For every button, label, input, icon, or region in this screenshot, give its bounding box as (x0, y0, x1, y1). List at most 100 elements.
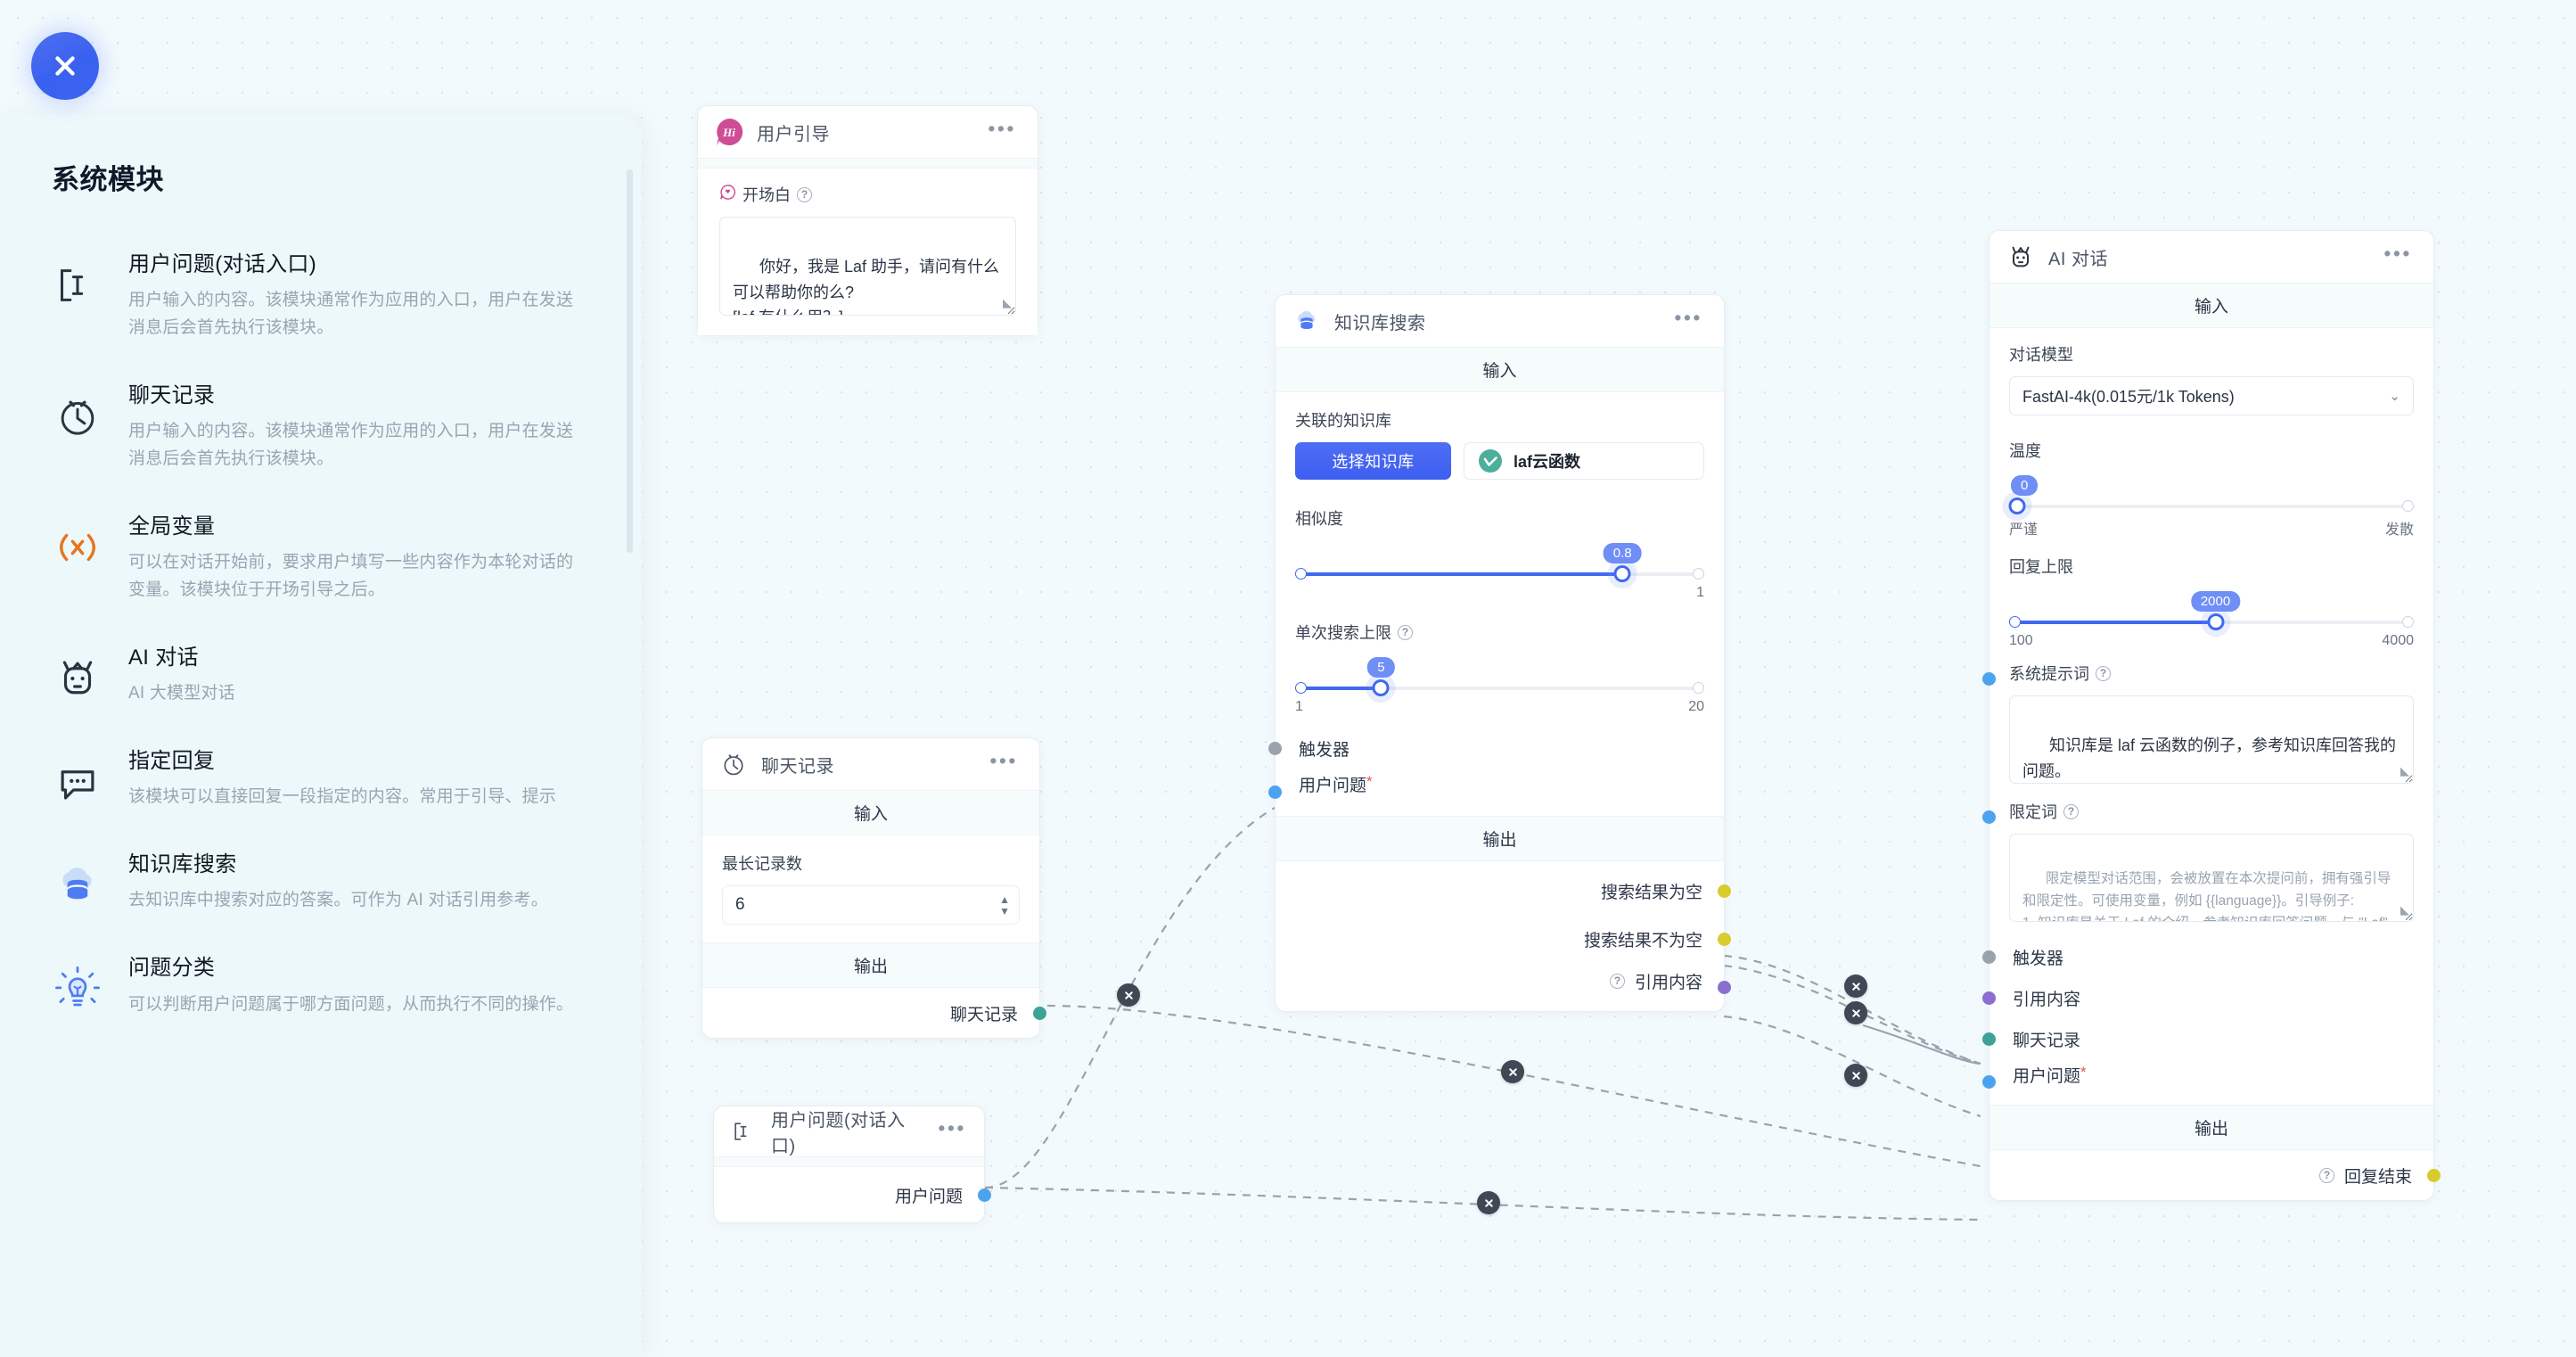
output-user-question-row[interactable]: 用户问题 (714, 1167, 991, 1222)
max-reply-label: 回复上限 (2009, 558, 2073, 576)
close-icon (1851, 982, 1860, 991)
search-limit-slider[interactable]: 5 1 20 (1295, 657, 1704, 714)
resize-grip-icon[interactable]: ◣ (2400, 764, 2409, 778)
edge-delete-button[interactable] (1501, 1060, 1524, 1083)
node-header[interactable]: 聊天记录 ••• (702, 738, 1039, 790)
node-header[interactable]: 知识库搜索 ••• (1276, 295, 1724, 347)
qualifier-textarea[interactable]: 限定模型对话范围，会被放置在本次提问前，拥有强引导和限定性。可使用变量，例如 {… (2009, 834, 2414, 922)
close-panel-button[interactable] (31, 32, 99, 100)
stepper-down-icon[interactable]: ▼ (999, 904, 1010, 917)
system-prompt-label: 系统提示词 ? (2009, 662, 2414, 685)
similarity-value-bubble: 0.8 (1603, 543, 1642, 563)
input-chat-history-row[interactable]: 聊天记录 (1982, 1018, 2433, 1059)
sidebar-item-desc: 可以在对话开始前，要求用户填写一些内容作为本轮对话的变量。该模块位于开场引导之后… (128, 553, 574, 599)
sidebar-item-global-variable[interactable]: 全局变量 可以在对话开始前，要求用户填写一些内容作为本轮对话的变量。该模块位于开… (37, 497, 592, 619)
resize-grip-icon[interactable]: ◣ (1003, 296, 1012, 310)
port-quote-in[interactable] (1982, 991, 1996, 1005)
node-menu-button[interactable]: ••• (2383, 242, 2412, 265)
port-chat-history-out[interactable] (1033, 1006, 1046, 1020)
output-search-empty-row[interactable]: 搜索结果为空 (1276, 867, 1731, 915)
help-icon[interactable]: ? (2063, 803, 2079, 819)
input-trigger-row[interactable]: 触发器 (1982, 936, 2433, 977)
sidebar-item-user-question[interactable]: 用户问题(对话入口) 用户输入的内容。该模块通常作为应用的入口，用户在发送消息后… (37, 234, 592, 357)
port-trigger-in[interactable] (1268, 741, 1282, 755)
help-icon[interactable]: ? (797, 186, 812, 202)
temperature-slider[interactable]: 0 严谨 发散 (2008, 475, 2414, 538)
help-icon[interactable]: ? (1398, 624, 1413, 640)
port-qualifier-in[interactable] (1982, 810, 1996, 824)
help-icon[interactable]: ? (2318, 1167, 2334, 1183)
sidebar-item-ai-chat[interactable]: AI 对话 AI 大模型对话 (37, 628, 592, 722)
system-prompt-textarea[interactable]: 知识库是 laf 云函数的例子，参考知识库回答我的问题。 ◣ (2009, 695, 2414, 784)
qualifier-label-text: 限定词 (2009, 803, 2057, 821)
node-menu-button[interactable]: ••• (988, 117, 1016, 140)
help-icon[interactable]: ? (2096, 665, 2111, 681)
edge-delete-button[interactable] (1844, 1064, 1867, 1087)
resize-grip-icon[interactable]: ◣ (2400, 902, 2409, 917)
port-user-question-in[interactable] (1268, 785, 1282, 799)
port-user-question-out[interactable] (978, 1188, 991, 1202)
node-menu-button[interactable]: ••• (938, 1116, 966, 1139)
node-user-question[interactable]: 用户问题(对话入口) ••• 用户问题 (713, 1106, 991, 1223)
port-search-empty-out[interactable] (1718, 884, 1731, 898)
input-user-question-row[interactable]: 用户问题 * (1268, 769, 1724, 816)
node-chat-history[interactable]: 聊天记录 ••• 输入 最长记录数 6 ▲ ▼ 输出 聊天记录 (701, 737, 1046, 1039)
node-kb-search[interactable]: 知识库搜索 ••• 输入 关联的知识库 选择知识库 laf云函数 相似度 (1268, 294, 1731, 1012)
sidebar-item-title: 聊天记录 (128, 382, 216, 407)
port-finish-out[interactable] (2427, 1168, 2441, 1182)
model-select[interactable]: FastAI-4k(0.015元/1k Tokens) ⌄ (2009, 376, 2414, 415)
system-modules-sidebar: 系统模块 用户问题(对话入口) 用户输入的内容。该模块通常作为应用的入口，用户在… (0, 114, 642, 1357)
opening-statement-textarea[interactable]: 你好，我是 Laf 助手，请问有什么可以帮助你的么? [laf 有什么用？] [… (719, 217, 1016, 316)
port-system-prompt-in[interactable] (1982, 672, 1996, 686)
model-label: 对话模型 (2009, 346, 2073, 364)
port-trigger-in[interactable] (1982, 950, 1996, 964)
output-finish-row[interactable]: ? 回复结束 (1989, 1150, 2441, 1200)
sidebar-item-desc: 去知识库中搜索对应的答案。可作为 AI 对话引用参考。 (128, 891, 548, 910)
node-menu-button[interactable]: ••• (989, 749, 1018, 772)
max-records-stepper[interactable]: 6 ▲ ▼ (722, 885, 1020, 925)
search-limit-slider-knob[interactable] (1372, 679, 1390, 696)
node-title: 用户引导 (757, 124, 830, 144)
output-chat-history-row[interactable]: 聊天记录 (702, 988, 1046, 1038)
stepper-up-icon[interactable]: ▲ (999, 892, 1010, 906)
close-icon (1851, 1071, 1860, 1080)
max-reply-slider[interactable]: 2000 100 4000 (2009, 591, 2414, 648)
input-quote-row[interactable]: 引用内容 (1982, 977, 2433, 1018)
similarity-slider-knob[interactable] (1613, 565, 1631, 582)
port-quote-out[interactable] (1718, 980, 1731, 994)
node-menu-button[interactable]: ••• (1674, 306, 1702, 329)
temperature-slider-knob[interactable] (2008, 498, 2026, 514)
kb-chip-laf[interactable]: laf云函数 (1464, 442, 1704, 480)
input-trigger-row[interactable]: 触发器 (1268, 728, 1724, 769)
select-kb-button[interactable]: 选择知识库 (1295, 442, 1451, 480)
port-search-not-empty-out[interactable] (1718, 932, 1731, 946)
node-header[interactable]: 用户问题(对话入口) ••• (714, 1106, 984, 1156)
help-icon[interactable]: ? (1609, 973, 1625, 989)
sidebar-scrollbar-thumb[interactable] (627, 169, 633, 553)
node-header[interactable]: Hi 用户引导 ••• (698, 106, 1038, 158)
edge-delete-button[interactable] (1117, 983, 1140, 1007)
input-user-question-row[interactable]: 用户问题 * (1982, 1059, 2433, 1105)
node-ai-chat[interactable]: AI 对话 ••• 输入 对话模型 FastAI-4k(0.015元/1k To… (1982, 230, 2441, 1201)
similarity-slider[interactable]: 0.8 1 (1295, 543, 1704, 600)
input-label: 引用内容 (2013, 990, 2081, 1009)
max-reply-slider-knob[interactable] (2207, 613, 2225, 630)
edge-delete-button[interactable] (1844, 975, 1867, 998)
port-chat-history-in[interactable] (1982, 1032, 1996, 1046)
output-quote-row[interactable]: ? 引用内容 (1276, 963, 1731, 1011)
sidebar-item-question-classify[interactable]: 问题分类 可以判断用户问题属于哪方面问题，从而执行不同的操作。 (37, 938, 592, 1032)
sidebar-item-specified-reply[interactable]: 指定回复 该模块可以直接回复一段指定的内容。常用于引导、提示 (37, 731, 592, 826)
sidebar-scrollbar[interactable] (627, 139, 637, 1334)
output-search-not-empty-row[interactable]: 搜索结果不为空 (1276, 915, 1731, 963)
port-user-question-in[interactable] (1982, 1075, 1996, 1089)
field-label-text: 开场白 (742, 186, 791, 204)
edge-delete-button[interactable] (1477, 1191, 1500, 1214)
sidebar-item-chat-history[interactable]: 聊天记录 用户输入的内容。该模块通常作为应用的入口，用户在发送消息后会首先执行该… (37, 366, 592, 488)
node-divider (698, 158, 1038, 169)
node-user-guide[interactable]: Hi 用户引导 ••• 开场白 ? 你好，我是 Laf 助手，请问有什么可以帮助… (697, 105, 1038, 336)
node-header[interactable]: AI 对话 ••• (1989, 231, 2433, 283)
sidebar-item-desc: 用户输入的内容。该模块通常作为应用的入口，用户在发送消息后会首先执行该模块。 (128, 291, 574, 338)
edge-delete-button[interactable] (1844, 1001, 1867, 1024)
hi-bubble-icon: Hi (714, 117, 744, 147)
sidebar-item-kb-search[interactable]: 知识库搜索 去知识库中搜索对应的答案。可作为 AI 对话引用参考。 (37, 835, 592, 929)
